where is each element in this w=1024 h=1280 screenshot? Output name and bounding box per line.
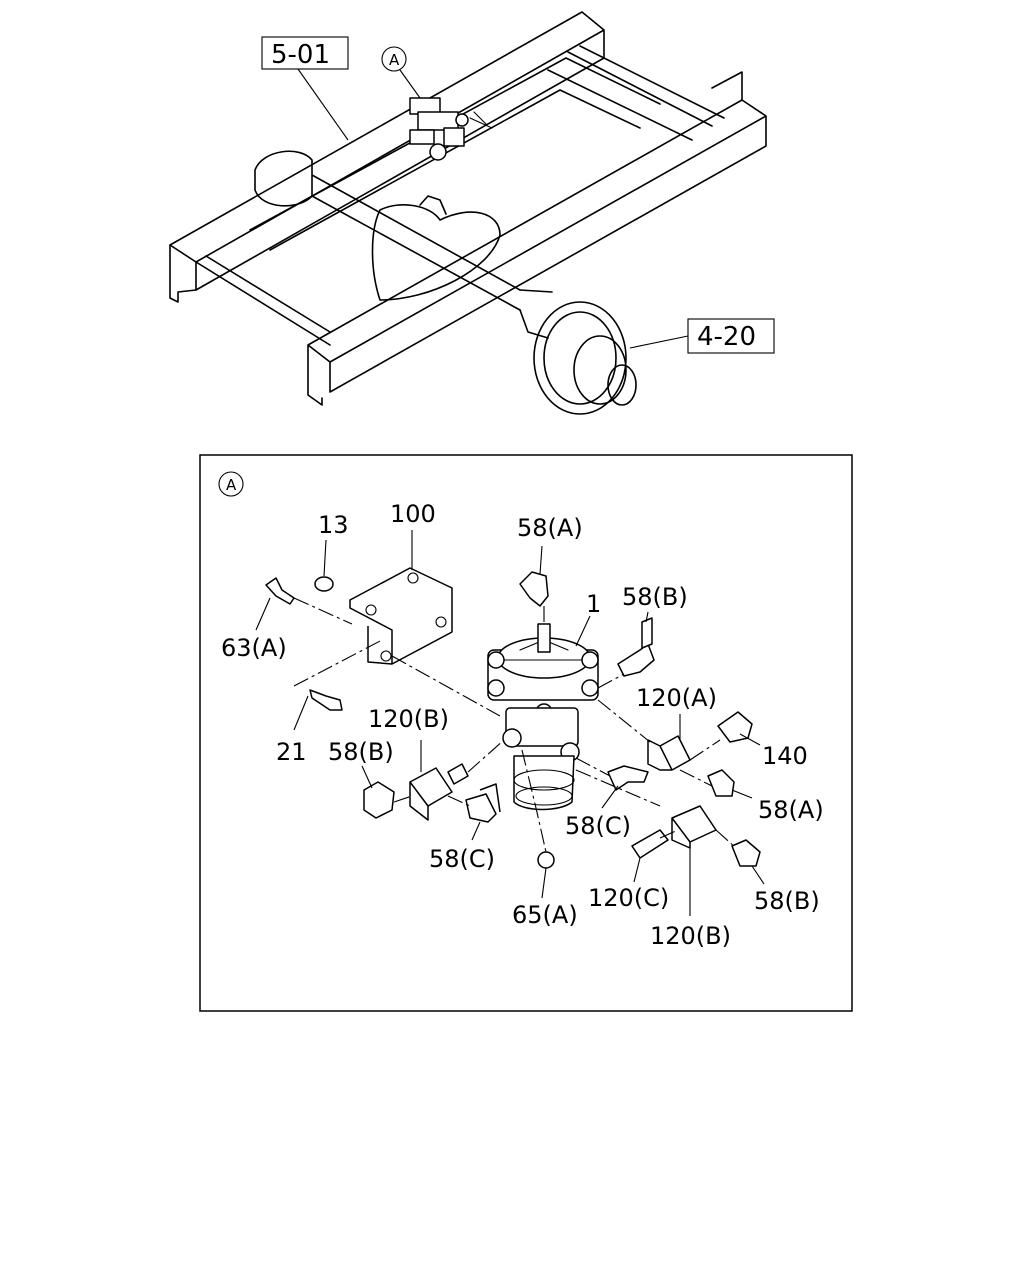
hub-drum xyxy=(533,301,627,415)
cross-member-front xyxy=(195,255,331,346)
callout-58c-left: 58(C) xyxy=(429,845,495,873)
callout-120b-left: 120(B) xyxy=(368,705,449,733)
relay-valve-1 xyxy=(487,623,599,811)
hub-inner xyxy=(573,335,627,405)
callout-120a: 120(A) xyxy=(636,684,717,712)
axle-housing xyxy=(254,150,521,311)
block-120b-left xyxy=(409,767,453,821)
leader-marker xyxy=(399,69,421,99)
detail-marker xyxy=(218,471,244,497)
inner-frame xyxy=(249,57,661,251)
detail-panel-frame xyxy=(199,454,853,1012)
callout-140: 140 xyxy=(762,742,808,770)
detail-marker-overview xyxy=(381,46,407,72)
bolt-63a xyxy=(265,577,295,605)
elbow-58a-top xyxy=(519,571,549,607)
detail-marker-overview-label: A xyxy=(389,51,400,69)
block-120a xyxy=(647,735,691,771)
callout-63a: 63(A) xyxy=(221,634,287,662)
bracket-hole-3 xyxy=(435,616,447,628)
bracket-hole-2 xyxy=(407,572,419,584)
ref-label-axle: 4-20 xyxy=(697,322,756,352)
callout-21: 21 xyxy=(276,738,307,766)
callout-58c-mid: 58(C) xyxy=(565,812,631,840)
callout-1: 1 xyxy=(586,590,601,618)
detail-marker-label: A xyxy=(226,476,237,494)
nipple-120c xyxy=(631,829,669,859)
callout-58a-top: 58(A) xyxy=(517,514,583,542)
tee-58c-mid xyxy=(607,765,649,791)
callout-58a-right: 58(A) xyxy=(758,796,824,824)
elbow-58b-top xyxy=(617,643,655,677)
valve-cluster-location xyxy=(409,97,493,161)
ref-label-frame: 5-01 xyxy=(271,40,330,70)
assembly-line-1 xyxy=(293,597,501,717)
block-120b-bottom xyxy=(671,805,717,849)
callout-58b-right: 58(B) xyxy=(754,887,820,915)
tee-58c-left xyxy=(465,783,501,823)
chassis-overview: 5-01 4-20 A xyxy=(169,11,775,415)
callout-labels: 13 100 58(A) 1 58(B) 63(A) 120(A) 120(B)… xyxy=(221,500,824,950)
nut-13 xyxy=(314,576,334,592)
leader-frame xyxy=(297,68,349,141)
detail-parts xyxy=(265,567,761,869)
frame-rail-near xyxy=(169,11,605,303)
hub-drum-rim xyxy=(543,311,617,405)
callout-120b-bottom: 120(B) xyxy=(650,922,731,950)
assembly-line-2 xyxy=(393,606,737,853)
nipple-left xyxy=(447,763,469,785)
fitting-140 xyxy=(717,711,753,743)
callout-100: 100 xyxy=(390,500,436,528)
ref-box-frame xyxy=(261,36,349,70)
callout-leaders xyxy=(255,530,765,916)
callout-65a: 65(A) xyxy=(512,901,578,929)
frame-rail-far xyxy=(307,71,767,406)
axle-hub-right xyxy=(519,289,553,339)
leader-axle xyxy=(629,335,689,349)
elbow-58b-left xyxy=(363,781,395,819)
bolt-21 xyxy=(309,689,343,711)
callout-120c: 120(C) xyxy=(588,884,669,912)
callout-58b-top: 58(B) xyxy=(622,583,688,611)
cap-58b-right xyxy=(731,839,761,867)
cap-58a-right xyxy=(707,769,735,797)
cross-member-rear xyxy=(547,45,725,141)
bracket-hole-1 xyxy=(365,604,377,616)
callout-13: 13 xyxy=(318,511,349,539)
bracket-100 xyxy=(349,567,453,665)
axle-end xyxy=(607,364,637,406)
callout-58b-left: 58(B) xyxy=(328,738,394,766)
nipple-58b-top xyxy=(641,617,653,649)
bracket-hole-4 xyxy=(380,650,392,662)
nut-65a xyxy=(537,851,555,869)
